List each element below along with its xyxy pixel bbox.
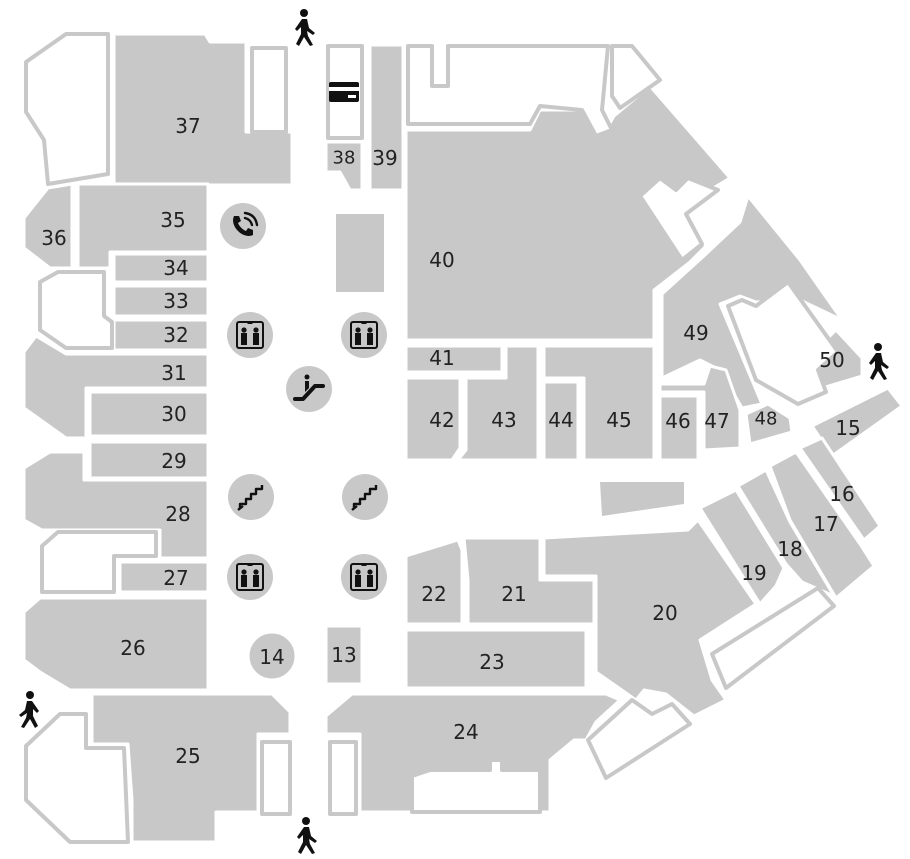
void-37 <box>250 46 288 134</box>
walking-person-icon <box>869 343 889 380</box>
unit-22[interactable] <box>404 538 464 626</box>
unit-16[interactable] <box>798 436 882 542</box>
unit-25[interactable] <box>90 692 292 844</box>
unit-31[interactable] <box>22 334 210 440</box>
elevator-icon <box>227 554 273 600</box>
unit-35[interactable] <box>76 182 210 270</box>
stairs-icon <box>228 474 274 520</box>
void-right-3 <box>710 586 836 690</box>
void-25 <box>260 740 292 816</box>
void-top-right-a <box>406 44 614 138</box>
unit-20[interactable] <box>542 518 758 718</box>
unit-34[interactable] <box>112 252 210 284</box>
walking-person-icon <box>297 817 317 854</box>
unit-32[interactable] <box>112 318 210 352</box>
unit-13[interactable] <box>324 624 364 686</box>
escalator-icon <box>286 366 332 412</box>
unit-24[interactable] <box>324 692 622 814</box>
void-top-right-b <box>610 44 662 110</box>
void-bottom-left <box>24 712 130 844</box>
unit-21[interactable] <box>462 536 596 626</box>
unit-41[interactable] <box>404 344 504 374</box>
void-right-2 <box>726 280 840 406</box>
unit-28[interactable] <box>22 450 210 560</box>
central-kiosk <box>336 214 384 292</box>
unit-48[interactable] <box>744 402 794 446</box>
unit-29[interactable] <box>88 440 210 480</box>
unit-45[interactable] <box>542 344 656 462</box>
elevator-icon <box>227 312 273 358</box>
phone-icon <box>220 203 266 249</box>
unit-14[interactable] <box>246 630 298 682</box>
unit-30[interactable] <box>88 390 210 438</box>
void-right-4 <box>586 698 692 780</box>
void-right-1 <box>638 176 720 262</box>
unit-46[interactable] <box>658 394 700 462</box>
stairs-icon <box>342 474 388 520</box>
unit-27[interactable] <box>118 560 210 594</box>
elevator-icon <box>341 554 387 600</box>
void-left-1 <box>38 270 114 350</box>
unit-42[interactable] <box>404 376 462 462</box>
unit-18[interactable] <box>736 468 836 598</box>
void-top-left <box>24 32 110 186</box>
unit-39[interactable] <box>368 43 405 192</box>
service-block <box>600 482 684 516</box>
unit-26[interactable] <box>22 596 210 692</box>
unit-36[interactable] <box>22 182 74 270</box>
unit-19[interactable] <box>698 488 786 606</box>
unit-43[interactable] <box>456 344 540 462</box>
walking-person-icon <box>19 691 39 728</box>
unit-23[interactable] <box>404 628 588 690</box>
credit-card-icon <box>329 82 359 102</box>
elevator-icon <box>341 312 387 358</box>
void-24 <box>328 740 358 816</box>
unit-44[interactable] <box>542 380 580 462</box>
walking-person-icon <box>295 9 315 46</box>
void-left-2 <box>40 530 158 594</box>
unit-33[interactable] <box>112 284 210 318</box>
void-24b <box>410 758 542 814</box>
unit-47[interactable] <box>658 364 742 452</box>
unit-38[interactable] <box>324 140 364 192</box>
